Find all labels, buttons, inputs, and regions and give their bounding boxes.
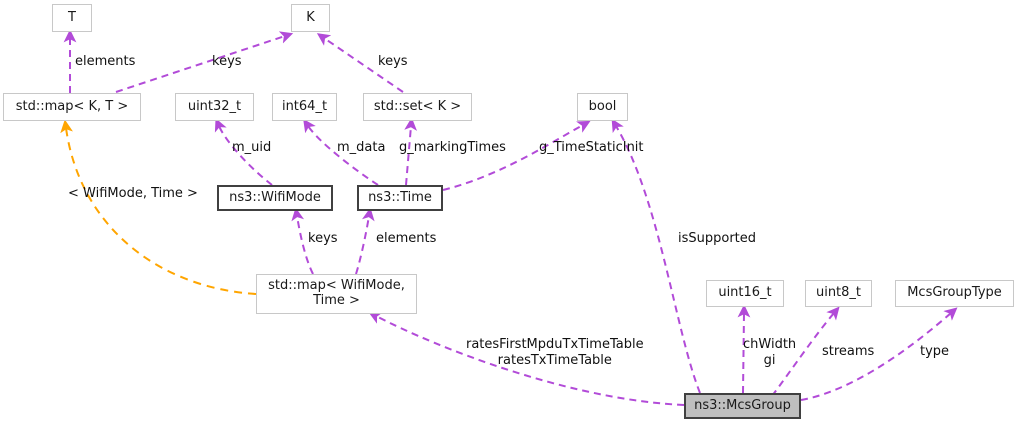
node-std-map-k-t[interactable]: std::map< K, T > [3,93,141,121]
edge-label-g-timestaticinit: g_TimeStaticInit [539,140,644,155]
edge-label-type: type [920,344,950,359]
edge-label-issupported: isSupported [678,231,757,246]
edge-map-wm-to-map-kt [60,119,257,295]
edge-wifimode-to-uint32 [214,118,273,186]
node-std-set-k[interactable]: std::set< K > [363,93,472,121]
edge-label-chwidth-gi: chWidth gi [743,337,797,368]
edge-mcsgroup-to-bool [611,118,701,394]
node-k[interactable]: K [291,4,330,32]
edge-label-keys-map-wifimode: keys [308,231,338,246]
edge-mcsgroup-to-uint16 [737,304,751,394]
edge-mcsgroup-to-map-wm [368,312,685,406]
edge-set-k-to-k [316,33,404,93]
edge-label-streams: streams [822,344,875,359]
edge-map-wm-to-time [355,207,375,275]
node-ns3-time[interactable]: ns3::Time [357,185,443,211]
edge-time-to-set-k [404,117,418,186]
edge-label-template-wifimode-time: < WifiMode, Time > [68,186,198,201]
edge-label-m-data: m_data [337,140,386,155]
node-ns3-wifimode[interactable]: ns3::WifiMode [217,185,333,211]
edge-label-keys-map-k: keys [212,54,242,69]
edge-mcsgroup-to-uint8 [771,306,840,397]
node-uint16-t[interactable]: uint16_t [706,280,784,307]
edge-time-to-int64 [303,118,379,186]
node-t[interactable]: T [52,4,92,32]
node-mcsgrouptype[interactable]: McsGroupType [895,280,1014,307]
edge-time-to-bool [442,120,591,191]
edge-label-elements-map-t: elements [75,54,136,69]
template-edge-group [60,119,257,295]
edge-label-keys-set-k: keys [378,54,408,69]
edge-label-m-uid: m_uid [232,140,272,155]
usage-edge-group [63,29,958,406]
node-uint8-t[interactable]: uint8_t [805,280,872,307]
edge-label-elements-map-time: elements [376,231,437,246]
node-uint32-t[interactable]: uint32_t [175,93,254,121]
edge-map-wm-to-wifimode [291,207,314,275]
edge-mcsgroup-to-mcsgrouptype [800,307,958,401]
edge-map-kt-to-k [115,31,294,93]
node-std-map-wifimode-time[interactable]: std::map< WifiMode, Time > [256,274,417,314]
edge-label-g-markingtimes: g_markingTimes [399,140,506,155]
edge-label-rates-tables: ratesFirstMpduTxTimeTable ratesTxTimeTab… [466,337,644,368]
node-ns3-mcsgroup[interactable]: ns3::McsGroup [684,393,801,419]
node-int64-t[interactable]: int64_t [272,93,337,121]
node-bool[interactable]: bool [577,93,628,121]
